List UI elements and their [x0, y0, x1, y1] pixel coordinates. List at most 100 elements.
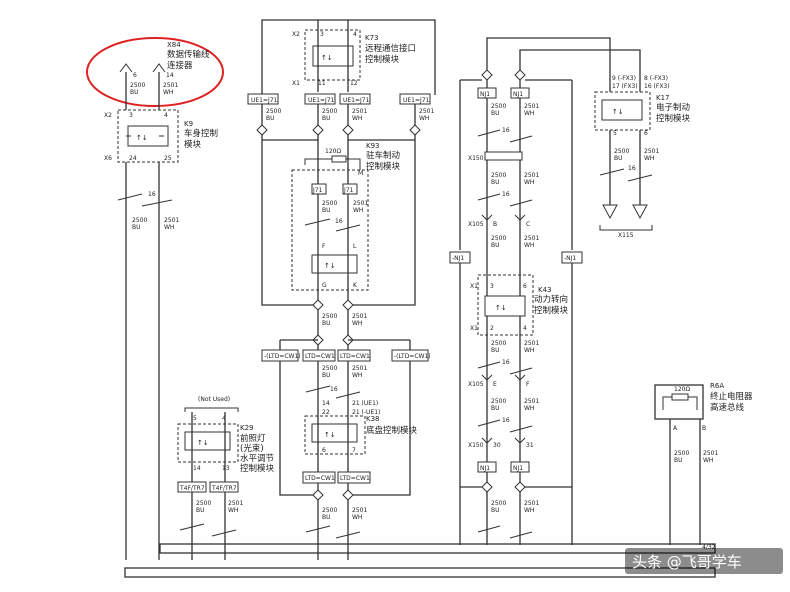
frame-label: 4/32	[702, 544, 716, 551]
svg-text:T4F/TR7: T4F/TR7	[179, 485, 205, 492]
svg-text:LTD=CW1: LTD=CW1	[305, 353, 335, 360]
svg-text:BU: BU	[614, 155, 623, 162]
svg-text:终止电阻器: 终止电阻器	[710, 391, 753, 402]
svg-text:G: G	[322, 282, 327, 289]
svg-text:2500: 2500	[322, 313, 337, 320]
svg-text:X1: X1	[470, 325, 478, 332]
svg-text:K17: K17	[656, 94, 670, 102]
svg-text:X115: X115	[618, 232, 634, 239]
svg-text:WH: WH	[352, 115, 362, 122]
svg-text:(光束): (光束)	[240, 443, 264, 454]
svg-text:16: 16	[628, 165, 636, 172]
svg-text:R6A: R6A	[710, 382, 724, 390]
svg-text:2501: 2501	[524, 340, 539, 347]
svg-text:2501: 2501	[524, 500, 539, 507]
svg-text:16: 16	[502, 359, 510, 366]
svg-text:17 (FX3): 17 (FX3)	[612, 83, 638, 90]
svg-text:WH: WH	[352, 514, 362, 521]
x84-id: X84	[167, 41, 181, 49]
k73-module: K73 远程通信接口 控制模块 X2 3 4 X1 11 12 ↑↓	[292, 29, 416, 87]
svg-text:2500: 2500	[674, 450, 689, 457]
svg-text:K73: K73	[365, 34, 379, 42]
svg-text:NJ1: NJ1	[513, 465, 523, 472]
svg-text:K93: K93	[366, 142, 380, 150]
svg-text:2500: 2500	[322, 200, 337, 207]
svg-text:2500: 2500	[322, 108, 337, 115]
svg-text:WH: WH	[524, 242, 534, 249]
svg-text:K38: K38	[366, 415, 380, 423]
x84-wire-wh: 2501	[163, 82, 178, 89]
svg-text:↑↓: ↑↓	[197, 439, 209, 447]
svg-text:11: 11	[318, 80, 326, 87]
svg-text:2500: 2500	[491, 172, 506, 179]
k29-module: (Not Used) 5 4 ↑↓ K29 前照灯 (光束) 水平调节 控制模块…	[177, 396, 275, 514]
svg-text:2500: 2500	[491, 340, 506, 347]
svg-text:J71: J71	[312, 187, 323, 194]
svg-text:3: 3	[490, 283, 494, 290]
svg-text:5: 5	[193, 415, 197, 422]
svg-text:X105: X105	[468, 381, 484, 388]
svg-text:2500: 2500	[491, 235, 506, 242]
svg-text:2500: 2500	[132, 217, 147, 224]
svg-text:BU: BU	[491, 179, 500, 186]
svg-text:BU: BU	[266, 115, 275, 122]
svg-text:4: 4	[222, 415, 226, 422]
svg-text:BU: BU	[674, 457, 683, 464]
svg-text:2501: 2501	[703, 450, 718, 457]
svg-text:16: 16	[502, 191, 510, 198]
svg-text:6: 6	[644, 130, 648, 137]
svg-text:BU: BU	[322, 320, 331, 327]
svg-text:X1: X1	[292, 80, 300, 87]
svg-text:X6: X6	[104, 155, 112, 162]
svg-text:B: B	[702, 425, 706, 432]
svg-text:2501: 2501	[644, 148, 659, 155]
svg-text:2501: 2501	[352, 365, 367, 372]
k43-module: X1 3 6 ↑↓ X1 2 4 K43 动力转向 控制模块	[470, 274, 569, 336]
svg-text:WH: WH	[352, 320, 362, 327]
svg-text:BU: BU	[322, 372, 331, 379]
k9-module: K9 车身控制 模块 X2 3 4 X6 24 25 ↑↓	[104, 109, 218, 163]
k9-name-2: 模块	[184, 139, 202, 150]
watermark-text: 头条 @飞哥学车	[632, 553, 742, 571]
svg-text:16: 16	[335, 218, 343, 225]
terminator-resistor: 120Ω R6A 终止电阻器 高速总线 A B 2500 BU 2501 WH	[654, 382, 753, 464]
svg-text:控制模块: 控制模块	[365, 54, 400, 65]
svg-text:UE1=J71: UE1=J71	[308, 97, 335, 104]
svg-text:E: E	[493, 381, 497, 388]
svg-text:X105: X105	[468, 221, 484, 228]
svg-text:↑↓: ↑↓	[324, 431, 336, 439]
svg-text:↑↓: ↑↓	[495, 304, 507, 312]
svg-text:UE1=J71: UE1=J71	[343, 97, 370, 104]
svg-text:WH: WH	[703, 457, 713, 464]
k38-module: 2500 BU 2501 WH 16 14 22 21 (UE1) 21 (-U…	[304, 365, 418, 455]
x84-connector: X84 数据传输线 连接器 6 14 2500 BU 2501 WH	[86, 37, 224, 107]
svg-text:NJ1: NJ1	[480, 91, 490, 98]
svg-text:↑↓: ↑↓	[136, 134, 148, 142]
svg-text:前照灯: 前照灯	[240, 433, 266, 444]
ue1-connector-row: UE1=J71 UE1=J71 UE1=J71 UE1=J71	[247, 93, 431, 105]
svg-text:UE1=J71: UE1=J71	[403, 97, 430, 104]
svg-text:WH: WH	[353, 207, 363, 214]
svg-text:25: 25	[164, 155, 172, 162]
svg-text:K29: K29	[240, 424, 254, 432]
x84-name-1: 数据传输线	[167, 49, 210, 60]
svg-text:控制模块: 控制模块	[366, 161, 401, 172]
svg-text:X1: X1	[470, 283, 478, 290]
svg-text:WH: WH	[524, 110, 534, 117]
svg-text:↑↓: ↑↓	[321, 54, 333, 62]
svg-text:控制模块: 控制模块	[656, 113, 691, 124]
svg-text:X2: X2	[104, 112, 112, 119]
svg-text:5: 5	[613, 130, 617, 137]
svg-text:驻车制动: 驻车制动	[366, 150, 401, 161]
svg-text:F: F	[526, 381, 530, 388]
svg-text:WH: WH	[419, 115, 429, 122]
svg-text:2500: 2500	[266, 108, 281, 115]
svg-text:21 (UE1): 21 (UE1)	[352, 400, 378, 407]
svg-text:30: 30	[493, 442, 501, 449]
k17-module: 9 (-FX3) 17 (FX3) 8 (-FX3) 16 (FX3) ↑↓ K…	[594, 75, 691, 239]
svg-text:WH: WH	[164, 224, 174, 231]
svg-text:BU: BU	[491, 405, 500, 412]
svg-text:14: 14	[322, 400, 330, 407]
svg-text:BU: BU	[491, 242, 500, 249]
